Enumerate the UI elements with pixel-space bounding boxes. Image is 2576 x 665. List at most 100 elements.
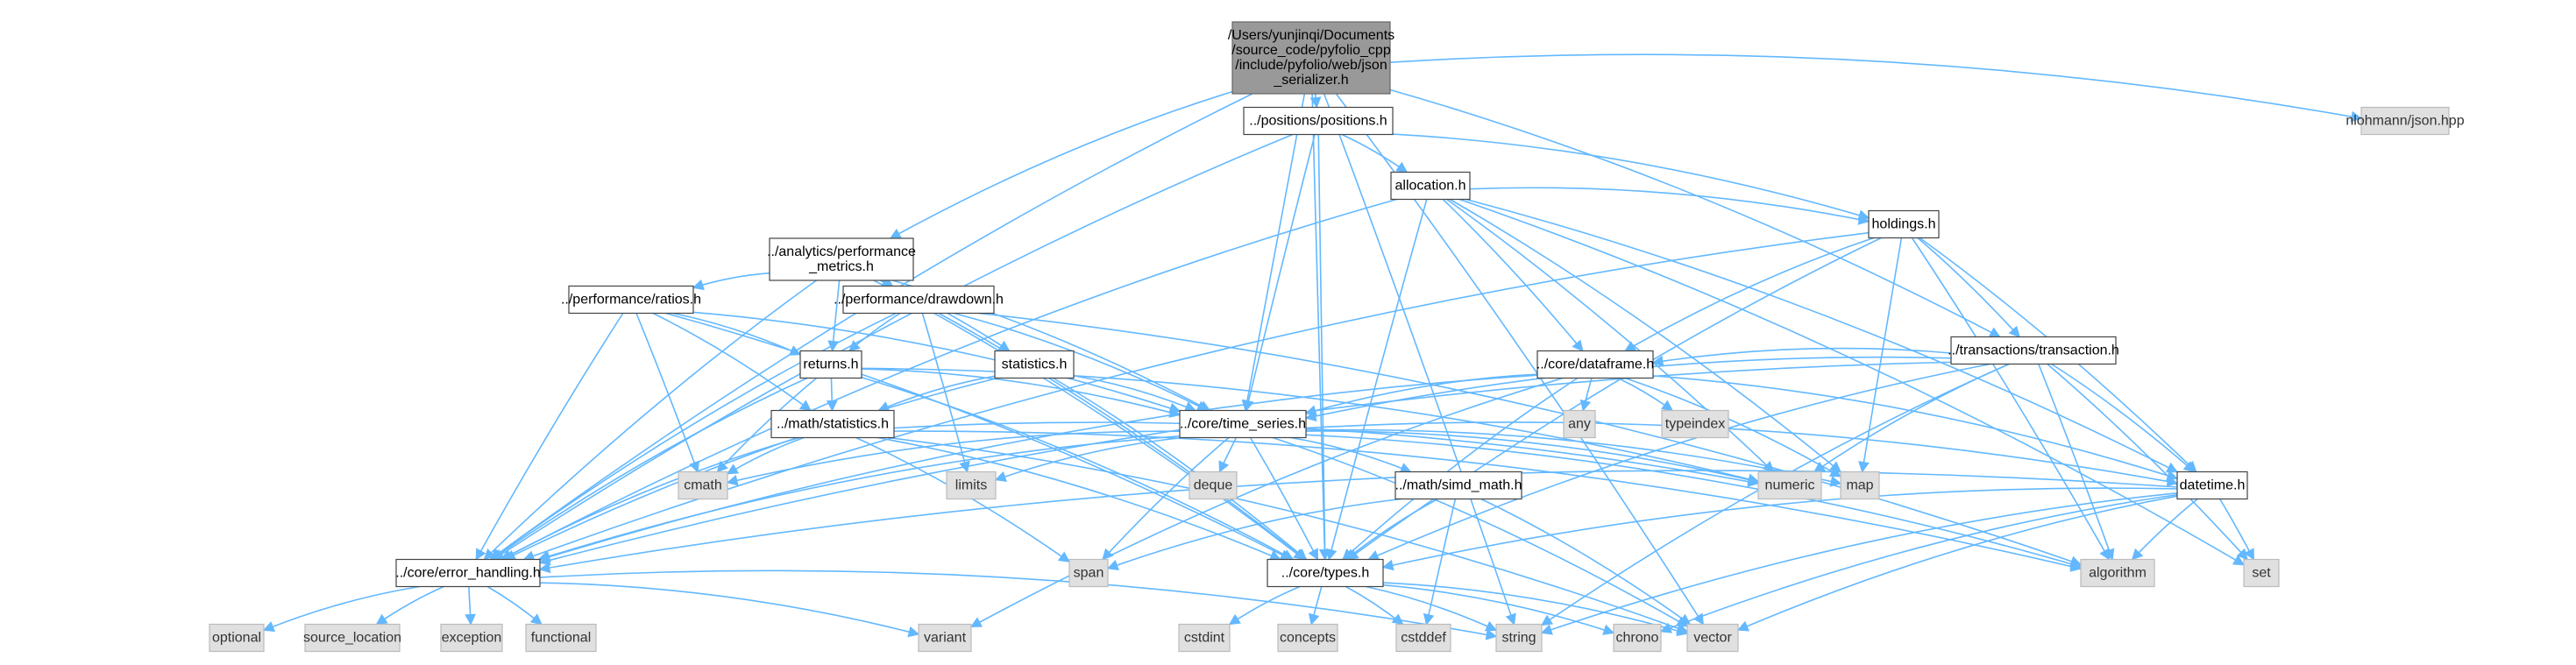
node-box <box>209 623 265 653</box>
node-ratios[interactable]: ../performance/ratios.h <box>561 285 701 315</box>
node-time-series[interactable]: ../core/time_series.h <box>1179 409 1307 439</box>
node-statistics[interactable]: statistics.h <box>994 350 1075 379</box>
node-string: string <box>1495 623 1543 653</box>
node-box <box>1536 350 1654 379</box>
node-holdings[interactable]: holdings.h <box>1868 209 1940 239</box>
edge-transaction-to-types <box>1367 363 1991 561</box>
node-dataframe[interactable]: ../core/dataframe.h <box>1536 350 1654 379</box>
node-box <box>1495 623 1543 653</box>
node-label: ../math/statistics.h <box>777 417 889 432</box>
node-box <box>1243 106 1394 136</box>
node-box <box>2080 558 2155 588</box>
node-label: ../performance/ratios.h <box>561 293 701 308</box>
edge-time-series-to-types <box>1249 437 1319 561</box>
node-variant: variant <box>918 623 972 653</box>
edge-root-to-perf-metrics <box>889 90 1233 239</box>
dependency-edges <box>262 53 2363 640</box>
node-label: vector <box>1693 631 1732 646</box>
edge-allocation-to-map <box>1449 198 1842 473</box>
edge-statistics-to-error-handling <box>503 377 998 561</box>
node-box <box>842 285 995 315</box>
node-span: span <box>1068 558 1109 588</box>
edge-transaction-to-algorithm <box>2038 364 2115 561</box>
node-label: chrono <box>1616 631 1659 646</box>
edge-dataframe-to-map <box>1624 377 1842 478</box>
node-label: functional <box>531 631 592 646</box>
edge-positions-to-types <box>1317 134 1331 561</box>
node-box <box>1267 558 1384 588</box>
node-box <box>1395 623 1451 653</box>
node-box <box>1686 623 1739 653</box>
edge-time-series-to-error-handling <box>537 435 1181 562</box>
node-drawdown[interactable]: ../performance/drawdown.h <box>834 285 1004 315</box>
node-error-handling[interactable]: ../core/error_handling.h <box>395 558 541 588</box>
edge-dataframe-to-datetime <box>1652 375 2179 481</box>
node-box <box>1950 336 2117 365</box>
node-box <box>769 237 914 281</box>
node-label: span <box>1074 566 1104 581</box>
node-label: concepts <box>1280 631 1336 646</box>
node-box <box>1178 623 1231 653</box>
edge-allocation-to-set <box>1458 198 2246 566</box>
node-label: typeindex <box>1665 417 1726 432</box>
node-perf-metrics[interactable]: ../analytics/performance_metrics.h <box>767 237 916 281</box>
edge-returns-to-numeric <box>861 367 1760 485</box>
node-deque: deque <box>1189 470 1238 500</box>
node-datetime[interactable]: datetime.h <box>2176 470 2248 500</box>
edge-statistics-to-types <box>1053 377 1308 561</box>
edge-root-to-types <box>1311 93 1331 561</box>
edge-datetime-to-chrono <box>1659 493 2178 633</box>
edge-types-to-chrono <box>1382 584 1615 635</box>
node-label: ../core/error_handling.h <box>395 566 540 581</box>
edge-datetime-to-set <box>2218 499 2255 561</box>
node-box <box>678 470 728 500</box>
edge-error-handling-to-functional <box>486 585 543 626</box>
edge-root-to-vector <box>1335 93 1704 626</box>
node-algorithm: algorithm <box>2080 558 2155 588</box>
node-box <box>2176 470 2248 500</box>
node-types[interactable]: ../core/types.h <box>1267 558 1384 588</box>
node-allocation[interactable]: allocation.h <box>1390 171 1471 201</box>
edge-root-to-nlohmann <box>1389 53 2363 123</box>
node-returns[interactable]: returns.h <box>799 350 862 379</box>
node-label: datetime.h <box>2180 478 2246 493</box>
edge-math-stats-to-cmath <box>726 436 805 475</box>
node-label: numeric <box>1765 478 1815 493</box>
edge-simd-math-to-types <box>1345 498 1438 561</box>
node-label: _serializer.h <box>1273 73 1348 88</box>
edge-returns-to-types <box>861 377 1295 561</box>
node-label: exception <box>442 631 502 646</box>
edge-simd-math-to-cstddef <box>1423 499 1457 626</box>
edge-holdings-to-transaction <box>1917 237 2020 338</box>
node-label: ../math/simd_math.h <box>1395 478 1522 493</box>
node-box <box>1277 623 1338 653</box>
node-label: cstdint <box>1184 631 1225 646</box>
node-transaction[interactable]: ../transactions/transaction.h <box>1948 336 2119 365</box>
node-label: _metrics.h <box>808 259 874 274</box>
edge-transaction-to-set <box>2047 363 2248 561</box>
node-box <box>395 558 541 588</box>
edge-perf-metrics-to-error-handling <box>483 279 817 561</box>
node-math-stats[interactable]: ../math/statistics.h <box>770 409 895 439</box>
edge-types-to-cstddef <box>1345 585 1404 626</box>
node-box <box>525 623 597 653</box>
edge-time-series-to-map <box>1305 428 1842 487</box>
node-label: string <box>1501 631 1536 646</box>
edge-time-series-to-deque <box>1218 437 1238 473</box>
node-label: source_location <box>303 631 401 646</box>
edge-positions-to-allocation <box>1341 133 1409 173</box>
node-label: nlohmann/json.hpp <box>2345 114 2464 129</box>
edge-time-series-to-datetime <box>1305 421 2179 487</box>
node-label: statistics.h <box>1002 357 1068 372</box>
edge-returns-to-math-stats <box>826 378 838 412</box>
node-label: map <box>1846 478 1873 493</box>
node-simd-math[interactable]: ../math/simd_math.h <box>1394 470 1522 500</box>
node-positions[interactable]: ../positions/positions.h <box>1243 106 1394 136</box>
node-label: ../analytics/performance <box>767 244 916 259</box>
node-label: ../performance/drawdown.h <box>834 293 1004 308</box>
node-root[interactable]: /Users/yunjinqi/Documents/source_code/py… <box>1228 21 1394 95</box>
edge-dataframe-to-typeindex <box>1617 377 1674 412</box>
edge-datetime-to-vector <box>1736 495 2178 632</box>
edge-datetime-to-error-handling <box>538 470 2178 574</box>
edge-error-handling-to-string <box>539 569 1498 640</box>
